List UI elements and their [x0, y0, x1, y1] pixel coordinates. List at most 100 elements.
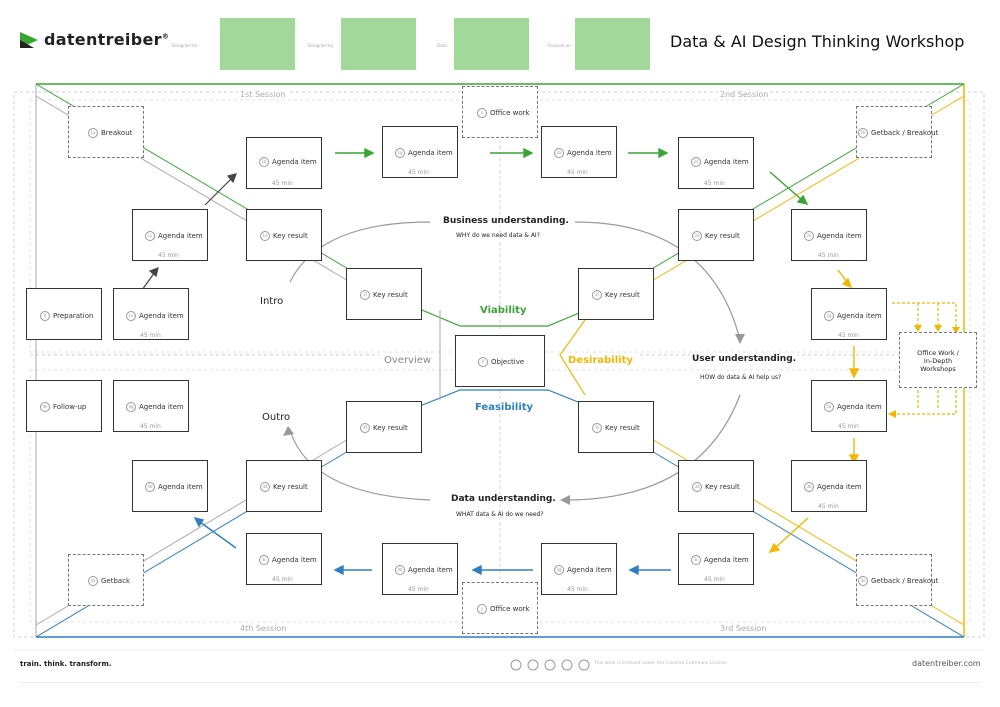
getback-breakout-box[interactable] — [856, 554, 932, 606]
preparation-box[interactable] — [26, 288, 102, 340]
field-label-designed-for: Designed for: — [172, 43, 199, 48]
agenda-item-box[interactable] — [811, 380, 887, 432]
designed-by-field[interactable] — [341, 18, 416, 70]
agenda-item-box[interactable] — [541, 126, 617, 178]
duration-label: 45 min — [567, 169, 588, 176]
duration-label: 45 min — [838, 332, 859, 339]
slogan: train. think. transform. — [20, 660, 112, 668]
duration-label: 45 min — [818, 252, 839, 259]
getback-breakout-box[interactable] — [856, 106, 932, 158]
business-understanding-sub: WHY do we need data & AI? — [456, 232, 540, 239]
date-field[interactable] — [454, 18, 529, 70]
session-2-label: 2nd Session — [718, 90, 771, 99]
key-result-box[interactable] — [346, 401, 422, 453]
logo-mark: ® — [161, 32, 170, 41]
field-label-focused-on: Focused on: — [548, 43, 573, 48]
duration-label: 45 min — [158, 252, 179, 259]
footer-legend-line — [20, 682, 980, 683]
duration-label: 45 min — [408, 169, 429, 176]
agenda-item-box[interactable] — [678, 137, 754, 189]
agenda-item-box[interactable] — [132, 460, 208, 512]
agenda-item-box[interactable] — [791, 460, 867, 512]
key-result-box[interactable] — [246, 460, 322, 512]
key-result-box[interactable] — [678, 209, 754, 261]
key-result-box[interactable] — [578, 401, 654, 453]
focused-on-field[interactable] — [575, 18, 650, 70]
key-result-box[interactable] — [246, 209, 322, 261]
user-understanding-sub: HOW do data & AI help us? — [700, 374, 782, 381]
breakout-box[interactable] — [68, 106, 144, 158]
data-understanding-title: Data understanding. — [449, 494, 558, 504]
agenda-item-box[interactable] — [382, 126, 458, 178]
duration-label: 45 min — [704, 180, 725, 187]
session-1-label: 1st Session — [238, 90, 288, 99]
session-4-label: 4th Session — [238, 624, 289, 633]
agenda-item-box[interactable] — [132, 209, 208, 261]
duration-label: 45 min — [272, 180, 293, 187]
key-result-box[interactable] — [346, 268, 422, 320]
agenda-item-box[interactable] — [113, 380, 189, 432]
business-understanding-title: Business understanding. — [441, 216, 571, 226]
key-result-box[interactable] — [578, 268, 654, 320]
feasibility-label: Feasibility — [475, 402, 534, 413]
key-result-box[interactable] — [678, 460, 754, 512]
agenda-item-box[interactable] — [791, 209, 867, 261]
followup-box[interactable] — [26, 380, 102, 432]
duration-label: 45 min — [838, 423, 859, 430]
session-3-label: 3rd Session — [718, 624, 769, 633]
user-understanding-title: User understanding. — [690, 354, 799, 364]
duration-label: 45 min — [408, 586, 429, 593]
viability-label: Viability — [480, 305, 527, 316]
office-work-box[interactable] — [462, 86, 538, 138]
field-label-date: Date: — [437, 43, 448, 48]
agenda-item-box[interactable] — [246, 137, 322, 189]
intro-label: Intro — [260, 296, 284, 307]
agenda-item-box[interactable] — [246, 533, 322, 585]
agenda-item-box[interactable] — [113, 288, 189, 340]
agenda-item-box[interactable] — [541, 543, 617, 595]
website-link[interactable]: datentreiber.com — [912, 659, 981, 668]
logo-text: datentreiber — [44, 30, 162, 49]
agenda-item-box[interactable] — [382, 543, 458, 595]
office-indepth-box[interactable] — [899, 332, 977, 388]
office-work-box[interactable] — [462, 582, 538, 634]
designed-for-field[interactable] — [220, 18, 295, 70]
objective-box[interactable] — [455, 335, 545, 387]
page-title: Data & AI Design Thinking Workshop — [670, 32, 965, 51]
license-text: This work is licensed under the Creative… — [594, 661, 729, 666]
desirability-label: Desirability — [568, 355, 633, 366]
duration-label: 45 min — [272, 576, 293, 583]
getback-box[interactable] — [68, 554, 144, 606]
brand-logo: datentreiber® — [44, 30, 169, 49]
agenda-item-box[interactable] — [811, 288, 887, 340]
agenda-item-box[interactable] — [678, 533, 754, 585]
data-understanding-sub: WHAT data & AI do we need? — [456, 511, 544, 518]
